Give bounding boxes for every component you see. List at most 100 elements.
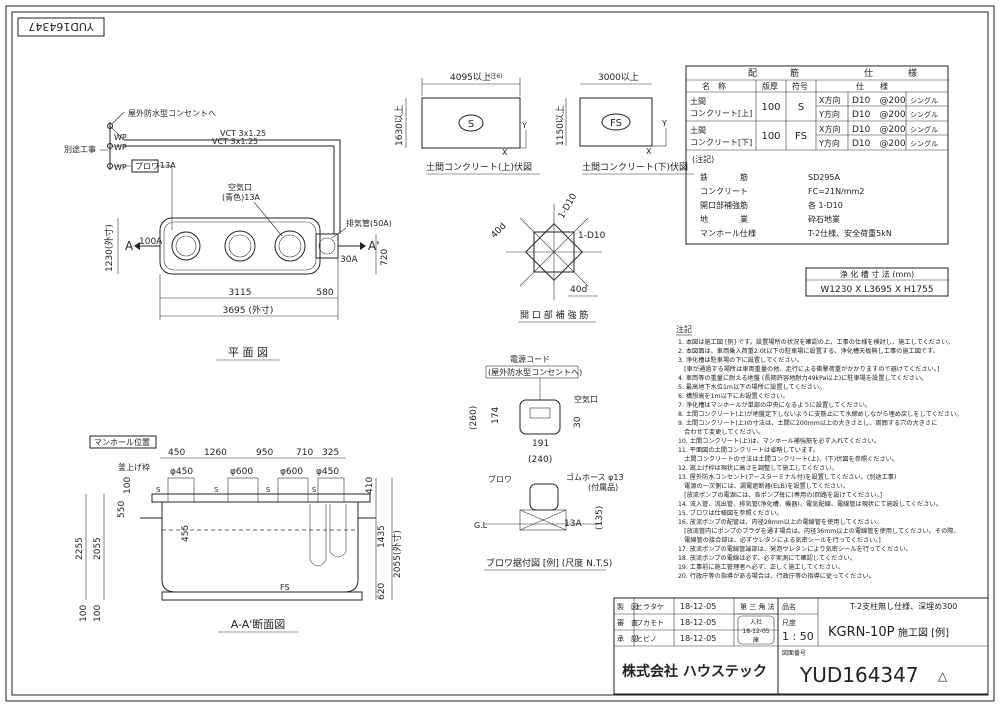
tank-size-value: W1230 X L3695 X H1755: [820, 285, 933, 295]
sec-phi600-1: φ600: [230, 467, 253, 477]
sec-phi450-2: φ450: [316, 467, 339, 477]
note-19: 19. 工事前に施工管理者へ必ず、正しく施工してください。: [678, 563, 844, 571]
tank-plan-outline: [159, 217, 321, 275]
blower-dim-174: 174: [491, 407, 501, 424]
table-title-4: 様: [908, 67, 917, 79]
tb-date-3: 18-12-05: [680, 634, 716, 643]
note-13c: [放流ポンプの電源には、各ポンプ毎に(専用の)回路を設けてください。]: [678, 491, 882, 499]
tb-stamp-1: 入社: [750, 618, 762, 626]
row1-x-type: シングル: [910, 96, 938, 105]
note-3b: [車が通過する場所は車両重量の他、走行による衝撃荷重がかかりますので避けてくださ…: [678, 365, 939, 373]
note-8: 8. 土間コンクリート(上)が地盤定下しないように支筋止にて水締めしながら埋め戻…: [678, 410, 962, 418]
note-4: 4. 車両等の重量に耐える地盤 (長期許容地耐力49kPa以上)に駐車場を設置し…: [678, 374, 927, 382]
table-title-3: 仕: [864, 67, 873, 79]
plan-view: A 100A A' 30A 1230(外寸) 720 3115 580 3695…: [64, 108, 392, 361]
note-v-5: T-2仕様、安全荷重5kN: [807, 228, 892, 238]
sec-dim-2055: 2055: [93, 537, 103, 560]
table-title-2: 筋: [790, 67, 799, 79]
sec-dim-450: 450: [168, 448, 185, 458]
plan-dim-width: 1230(外寸): [103, 224, 115, 272]
tb-model: KGRN-10P: [828, 625, 895, 640]
blower-dim-240: (240): [528, 455, 552, 465]
sec-dim-410: 410: [365, 477, 375, 494]
blower-hose-label: ゴムホース φ13: [566, 472, 624, 482]
blower-detail: 電源コード (屋外防水型コンセントへ) 空気口 (260) 174 30 191…: [469, 355, 624, 571]
tb-name-sub: T-2支柱無し仕様、深埋め300: [849, 601, 957, 611]
note-11b: 土間コンクリートの寸法は土間コンクリート(上)、(下)伏図を参照ください。: [678, 455, 898, 463]
note-5: 5. 最高地下水位1m以下の場所に設置してください。: [678, 383, 825, 391]
slab-top-plan: S 4095以上 (注6) 1630以上 Y X 土間コンクリート(上)伏図: [394, 72, 540, 175]
section-title: A-A'断面図: [231, 617, 286, 631]
general-notes: 注記 1. 本図は施工図 [例] です。設置場所の状況を確認の上、工事の仕様を検…: [676, 324, 962, 580]
row2-name2: コンクリート[下]: [690, 138, 752, 147]
vct-label-2: VCT 3x1.25: [212, 137, 258, 146]
note-16c: 電線管の接合部は、必ずウレタンによる気密シールを行ってください。]: [678, 536, 881, 544]
sec-dim-550: 550: [117, 501, 127, 518]
opening-bar-1: 1-D10: [557, 192, 579, 221]
blower-cord-label-2: (屋外防水型コンセントへ): [488, 367, 582, 377]
section-slab-top: [151, 493, 371, 503]
blower-caption: ブロワ据付図 [例] (尺度 N.T.S): [486, 557, 612, 569]
tb-date-1: 18-12-05: [680, 602, 716, 611]
sec-dim-325: 325: [322, 448, 339, 458]
blower-cord-label: 電源コード: [510, 355, 550, 364]
slab-bottom-length: 3000以上: [598, 72, 639, 83]
row1-x-spec: D10 @200: [852, 96, 906, 106]
row2-x-type: シングル: [910, 125, 938, 134]
tb-role-3: 承 認: [617, 634, 638, 643]
opening-dim-40d-1: 40d: [489, 221, 508, 240]
row1-thick: 100: [761, 102, 780, 113]
note-1: 1. 本図は施工図 [例] です。設置場所の状況を確認の上、工事の仕様を検討し、…: [678, 338, 954, 346]
note-k-3: 開口部補強筋: [700, 200, 748, 210]
rotated-number-box: [17, 17, 105, 37]
tb-company: 株式会社 ハウステック: [622, 663, 767, 680]
section-mark-a-prime: A': [368, 239, 380, 253]
sec-phi450-1: φ450: [170, 467, 193, 477]
sec-dim-455: 455: [181, 525, 191, 542]
blower-side-label: ブロワ: [488, 474, 512, 484]
tb-stamp-2: 18-12-05: [742, 628, 769, 635]
tank-size-title: 浄 化 槽 寸 法 (mm): [840, 269, 915, 279]
manhole-1: [171, 231, 201, 261]
section-mark-a: A: [125, 239, 134, 253]
row1-y-type: シングル: [910, 110, 938, 119]
inlet-size: 100A: [139, 237, 163, 247]
title-block: 製 図 ヒラタケ 18-12-05 審 査 フカモト 18-12-05 承 認 …: [613, 597, 989, 695]
slab-top-x-axis: X: [502, 148, 508, 157]
sec-s-2: S: [266, 486, 271, 494]
table-head-thick: 版厚: [762, 81, 778, 91]
blower-size: 13A: [160, 161, 176, 170]
plan-dim-3695: 3695 (外寸): [223, 304, 274, 316]
opening-dim-40d-2: 40d: [570, 285, 587, 295]
slab-bottom-caption: 土間コンクリート(下)伏図: [582, 161, 688, 173]
note-v-2: FC=21N/mm2: [808, 187, 864, 196]
row2-x-dir: X方向: [819, 124, 840, 134]
row1-sym: S: [798, 102, 804, 113]
tb-name-1: ヒラタケ: [636, 602, 664, 611]
row2-x-spec: D10 @200: [852, 125, 906, 135]
tb-name-3: ヒビノ: [636, 634, 657, 643]
tb-date-2: 18-12-05: [680, 618, 716, 627]
sec-dim-2055-right: 2055(外寸): [391, 530, 403, 578]
note-v-3: 各 1-D10: [808, 200, 843, 210]
note-3: 3. 浄化槽は駐車場の下に設置してください。: [678, 356, 803, 364]
sec-dim-2255: 2255: [75, 537, 85, 560]
sec-dim-710: 710: [296, 448, 313, 458]
manhole-position-box: [89, 435, 157, 449]
sec-dim-100: 100: [123, 477, 133, 494]
note-12: 12. 嵩上げ枠は現状に高さを調整して施工してください。: [678, 464, 838, 472]
tb-scale-label: 尺度: [782, 618, 796, 627]
row2-sym: FS: [795, 131, 807, 142]
blower-side-view: [529, 483, 559, 511]
table-notes-title: (注記): [692, 154, 714, 164]
sec-fs-label: FS: [280, 583, 290, 592]
blower-dim-260: (260): [469, 406, 479, 430]
note-k-2: コンクリート: [700, 187, 748, 196]
plan-dim-580: 580: [316, 288, 333, 298]
tb-name-label: 品名: [782, 602, 796, 611]
note-k-5: マンホール仕様: [700, 228, 756, 238]
row2-y-dir: Y方向: [818, 138, 840, 148]
slab-bottom-height: 1150以上: [555, 105, 566, 146]
slab-bottom-y-axis: Y: [661, 119, 667, 128]
tb-name-2: フカモト: [636, 619, 664, 627]
